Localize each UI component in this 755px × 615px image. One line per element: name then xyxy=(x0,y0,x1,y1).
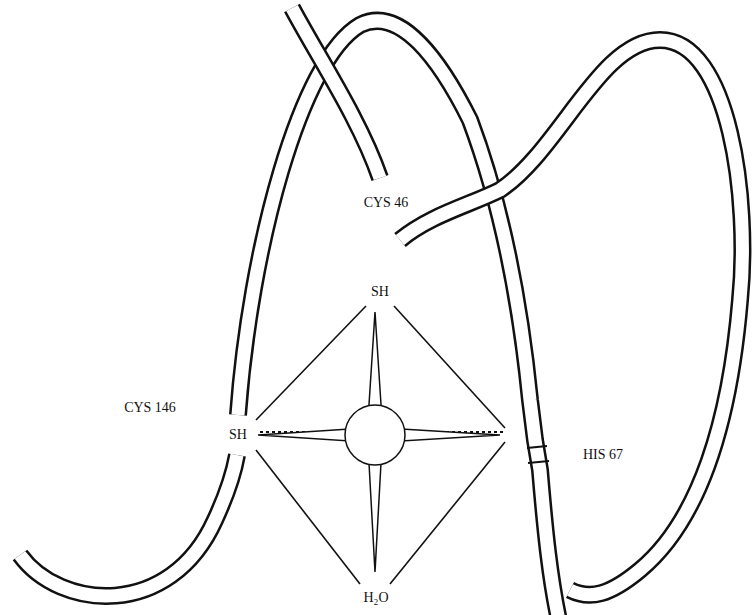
protein-chain xyxy=(20,8,742,615)
zinc-ion xyxy=(345,405,405,465)
coordination-lines xyxy=(256,306,505,584)
water-label: H₂O xyxy=(361,590,390,606)
residue-label: CYS 146 xyxy=(122,400,178,416)
thiol-label: SH xyxy=(227,427,249,443)
thiol-label: SH xyxy=(369,284,391,300)
octahedral-spikes xyxy=(258,312,500,572)
residue-label: HIS 67 xyxy=(581,447,625,463)
residue-label: CYS 46 xyxy=(362,195,411,211)
